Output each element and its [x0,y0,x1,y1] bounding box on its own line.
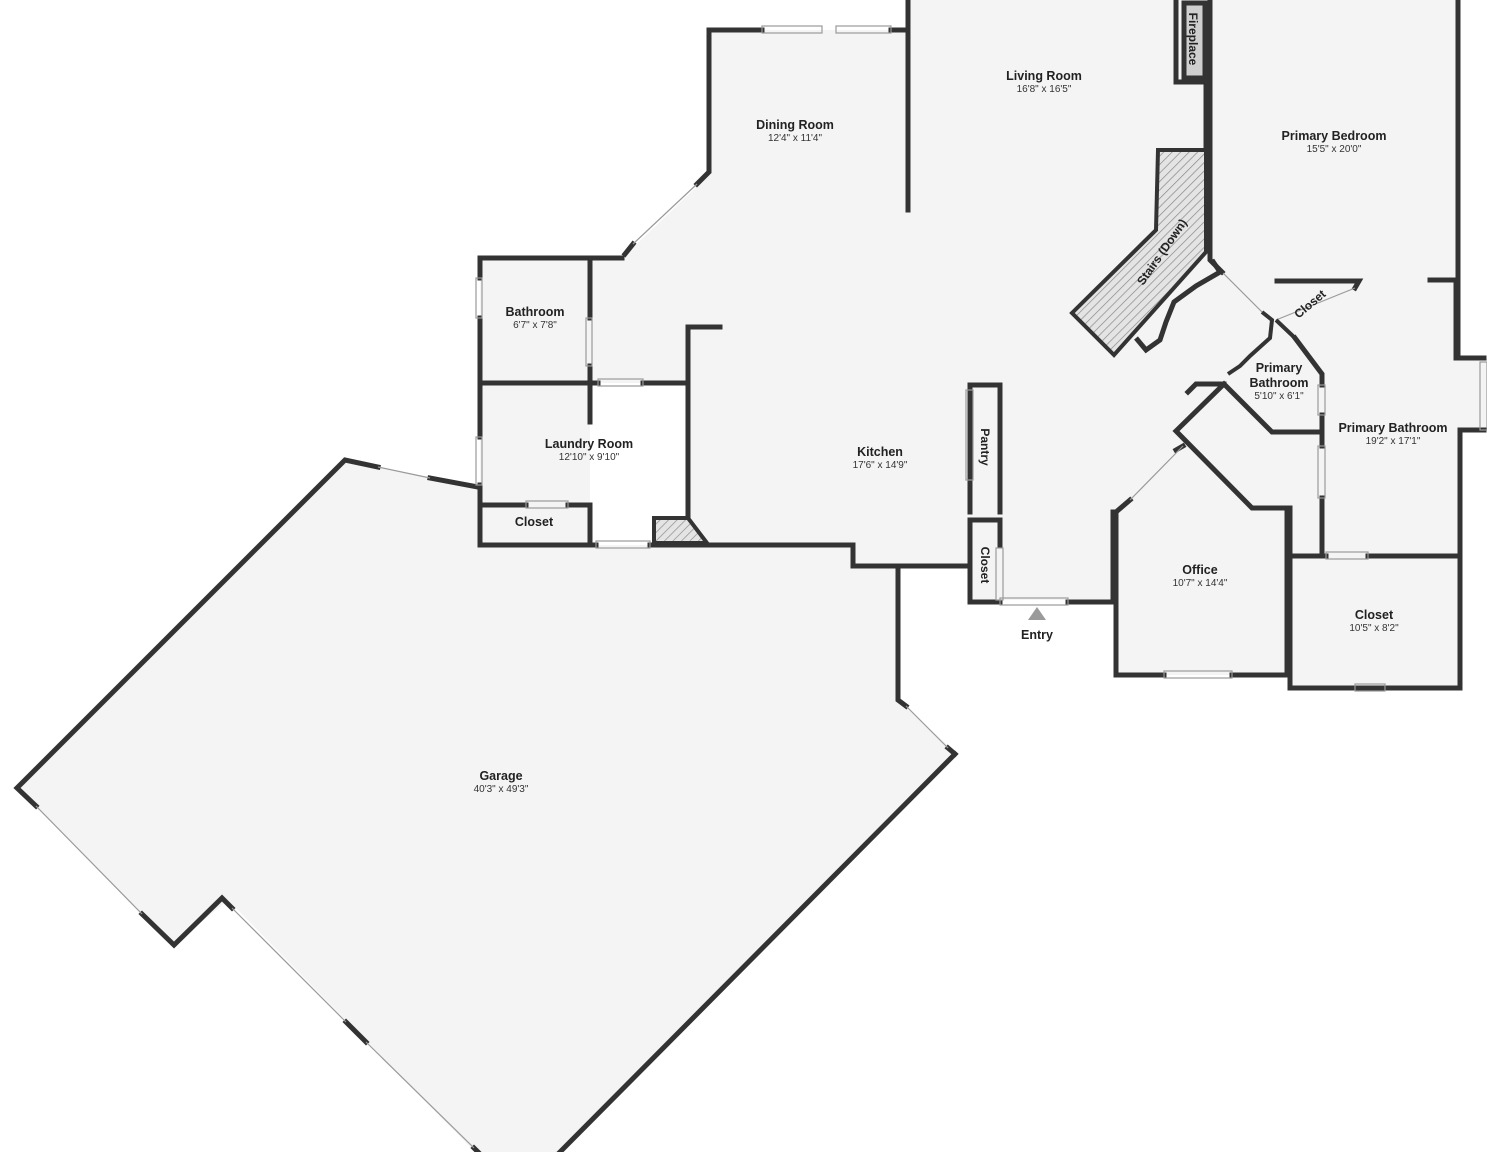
primary-bedroom-label: Primary Bedroom 15'5" x 20'0" [1282,129,1387,156]
primary-bathroom-label: Primary Bathroom 19'2" x 17'1" [1338,421,1447,448]
living-room-label: Living Room 16'8" x 16'5" [1006,69,1082,96]
west-rooms-floor [480,258,590,545]
room-name: Living Room [1006,69,1082,83]
room-name-line1: Primary [1255,361,1303,375]
bathroom-label: Bathroom 6'7" x 7'8" [505,305,564,332]
entry-closet-label: Closet [978,546,992,584]
room-dims: 15'5" x 20'0" [1306,144,1362,155]
utility-chase [652,516,712,545]
room-name: Primary Bedroom [1281,129,1387,143]
fireplace-label: Fireplace [1186,12,1200,66]
room-name: Garage [479,769,523,783]
windows [35,25,1487,1149]
stairs-down [1069,148,1224,358]
walls [13,0,1487,1152]
room-name: Bathroom [505,305,565,319]
room-name: Office [1182,563,1218,577]
laundry-room-label: Laundry Room 12'10" x 9'10" [545,437,633,464]
room-dims: 16'8" x 16'5" [1016,84,1072,95]
garage-label: Garage 40'3" x 49'3" [474,769,529,796]
closet-large-label: Closet 10'5" x 8'2" [1349,608,1398,635]
room-dims: 19'2" x 17'1" [1365,436,1421,447]
main-floor [590,0,1487,690]
dining-room-label: Dining Room 12'4" x 11'4" [756,118,834,145]
entry-marker [1028,607,1046,620]
entry-label: Entry [1021,628,1053,642]
kitchen-label: Kitchen 17'6" x 14'9" [853,445,908,472]
room-name: Primary Bathroom [1338,421,1448,435]
room-dims: 10'5" x 8'2" [1349,623,1399,634]
room-name: Dining Room [756,118,834,132]
floor-fills [17,0,1487,1152]
room-dims: 40'3" x 49'3" [473,784,529,795]
primary-bathroom-small-label: Primary Bathroom 5'10" x 6'1" [1249,361,1308,403]
room-dims: 17'6" x 14'9" [852,460,908,471]
room-dims: 12'4" x 11'4" [767,133,823,144]
room-name-line2: Bathroom [1249,376,1309,390]
room-dims: 12'10" x 9'10" [558,452,620,463]
room-dims: 10'7" x 14'4" [1172,578,1228,589]
garage-floor [17,460,955,1152]
office-label: Office 10'7" x 14'4" [1173,563,1228,590]
room-dims: 6'7" x 7'8" [513,320,557,331]
room-name: Closet [1354,608,1394,622]
bedroom-closet-walls [1226,310,1297,376]
room-name: Kitchen [857,445,903,459]
room-dims: 5'10" x 6'1" [1254,391,1304,402]
room-name: Laundry Room [544,437,634,451]
laundry-closet-label: Closet [514,515,554,529]
pantry-label: Pantry [978,428,992,466]
